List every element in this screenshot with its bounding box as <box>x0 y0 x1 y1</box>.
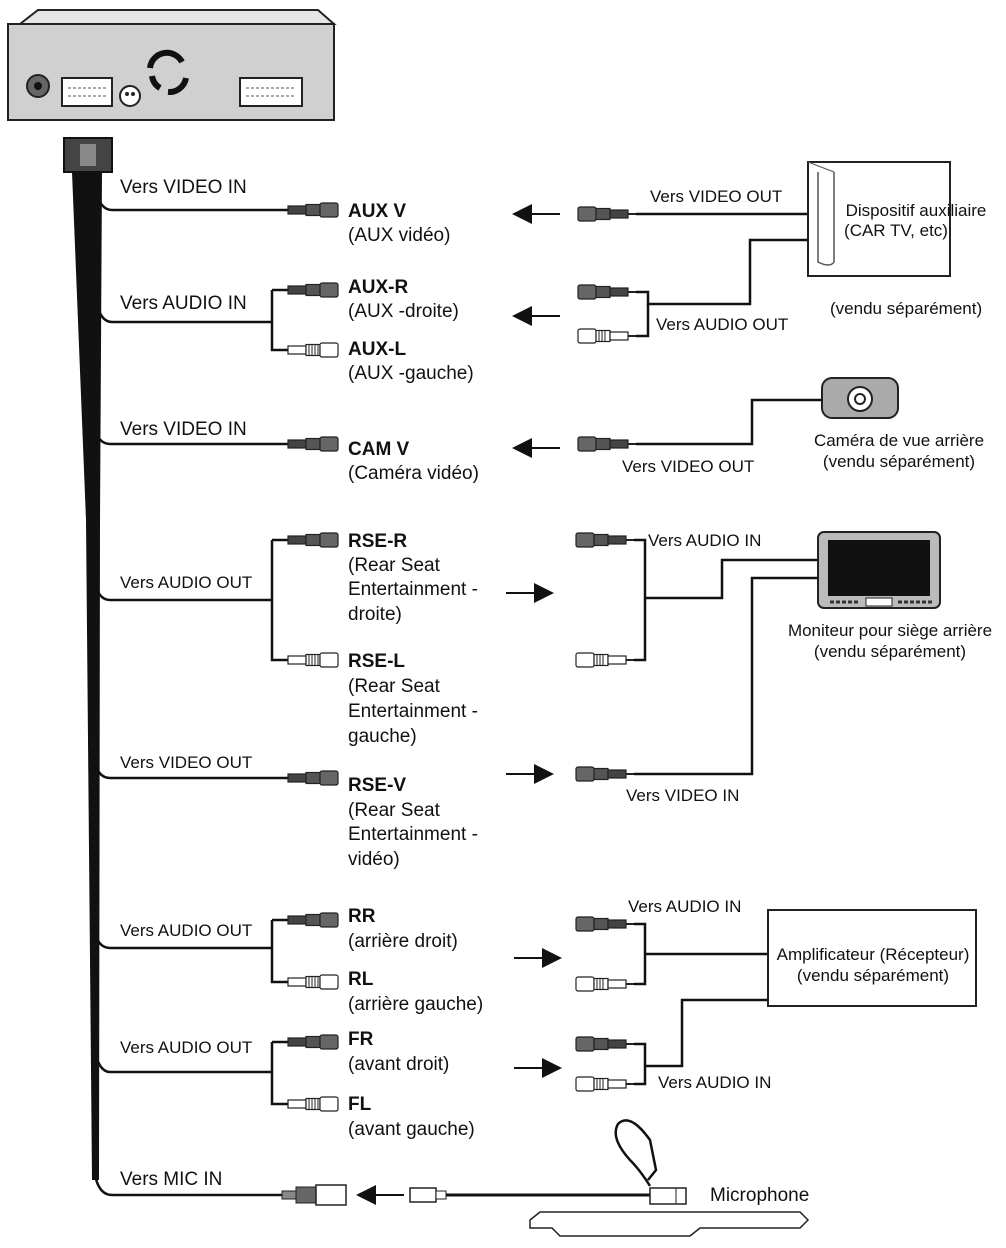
microphone-label: Microphone <box>710 1185 810 1206</box>
aux-device-line1: Dispositif auxiliaire <box>845 201 987 220</box>
rr-desc: (arrière droit) <box>348 931 458 952</box>
rr-name: RR <box>348 906 376 927</box>
aux-device <box>807 161 951 277</box>
rear-out-remote-label: Vers AUDIO IN <box>628 897 742 916</box>
amp-line2: (vendu séparément) <box>796 966 950 985</box>
aux-audio-remote-label: Vers AUDIO OUT <box>656 315 789 334</box>
rse-l-name: RSE-L <box>348 651 405 672</box>
rse-v-name: RSE-V <box>348 775 407 796</box>
rse-v-desc-3: vidéo) <box>348 849 400 870</box>
left-plugs <box>281 202 347 1206</box>
rse-l-desc-3: gauche) <box>348 726 417 747</box>
cam-remote-label: Vers VIDEO OUT <box>622 457 755 476</box>
rl-name: RL <box>348 969 374 990</box>
mic-wire-label: Vers MIC IN <box>120 1169 223 1190</box>
aux-r-desc: (AUX -droite) <box>348 301 459 322</box>
aux-r-name: AUX-R <box>348 277 409 298</box>
cam-wire-label: Vers VIDEO IN <box>120 419 247 440</box>
cam-desc: (Caméra vidéo) <box>348 463 479 484</box>
rse-r-desc-3: droite) <box>348 604 402 625</box>
camera-line2: (vendu séparément) <box>822 452 976 471</box>
rse-v-remote-label: Vers VIDEO IN <box>626 786 740 805</box>
rse-r-desc-1: (Rear Seat <box>348 555 440 576</box>
fl-desc: (avant gauche) <box>348 1119 475 1140</box>
cam-name: CAM V <box>348 439 410 460</box>
rse-v-desc-2: Entertainment - <box>348 824 478 845</box>
aux-v-wire-label: Vers VIDEO IN <box>120 177 247 198</box>
rse-l-desc-1: (Rear Seat <box>348 676 440 697</box>
head-unit <box>7 9 337 121</box>
rse-audio-remote-label: Vers AUDIO IN <box>648 531 762 550</box>
main-harness <box>63 137 113 1180</box>
aux-v-remote-label: Vers VIDEO OUT <box>650 187 783 206</box>
aux-l-name: AUX-L <box>348 339 407 360</box>
right-plugs <box>575 206 637 1092</box>
harness-branches <box>92 189 288 1197</box>
aux-v-desc: (AUX vidéo) <box>348 225 451 246</box>
fl-name: FL <box>348 1094 372 1115</box>
rse-v-desc-1: (Rear Seat <box>348 800 440 821</box>
rse-v-wire-label: Vers VIDEO OUT <box>120 753 253 772</box>
rl-desc: (arrière gauche) <box>348 994 484 1015</box>
rear-monitor <box>817 531 941 609</box>
front-out-wire-label: Vers AUDIO OUT <box>120 1038 253 1057</box>
camera-line1: Caméra de vue arrière <box>813 431 985 450</box>
aux-v-name: AUX V <box>348 201 407 222</box>
rse-l-desc-2: Entertainment - <box>348 701 478 722</box>
amp-line1: Amplificateur (Récepteur) <box>776 945 970 964</box>
aux-device-line2: (CAR TV, etc) <box>844 221 948 240</box>
front-out-remote-label: Vers AUDIO IN <box>658 1073 772 1092</box>
rear-out-wire-label: Vers AUDIO OUT <box>120 921 253 940</box>
rear-camera <box>821 377 899 419</box>
microphone-assembly <box>409 1119 810 1237</box>
rse-r-name: RSE-R <box>348 531 408 552</box>
fr-desc: (avant droit) <box>348 1054 450 1075</box>
aux-audio-wire-label: Vers AUDIO IN <box>120 293 247 314</box>
rse-r-desc-2: Entertainment - <box>348 579 478 600</box>
external-cables <box>634 212 822 1086</box>
aux-device-sold: (vendu séparément) <box>830 299 983 318</box>
monitor-line1: Moniteur pour siège arrière <box>787 621 993 640</box>
rse-audio-wire-label: Vers AUDIO OUT <box>120 573 253 592</box>
direction-arrows <box>356 204 562 1205</box>
fr-name: FR <box>348 1029 374 1050</box>
aux-l-desc: (AUX -gauche) <box>348 363 474 384</box>
amplifier-box <box>767 909 977 1007</box>
monitor-line2: (vendu séparément) <box>813 642 967 661</box>
